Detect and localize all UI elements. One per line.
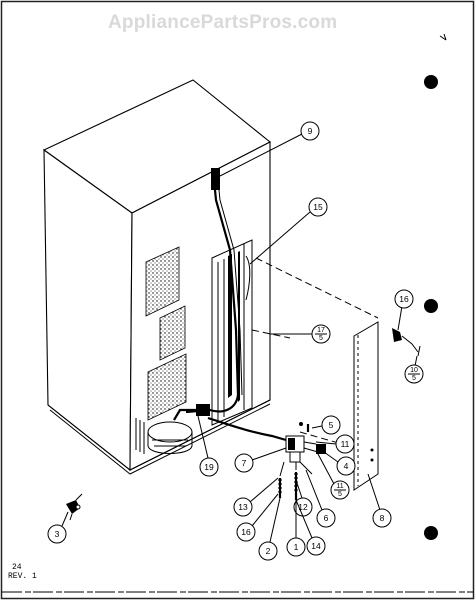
svg-text:5: 5 bbox=[319, 335, 323, 342]
corner-mark bbox=[439, 33, 447, 41]
svg-text:2: 2 bbox=[266, 546, 271, 556]
watermark-text: AppliancePartsPros.com bbox=[108, 12, 337, 33]
svg-text:16: 16 bbox=[241, 527, 251, 537]
rear-labels bbox=[145, 246, 187, 421]
svg-text:3: 3 bbox=[55, 529, 60, 539]
svg-text:19: 19 bbox=[204, 462, 214, 472]
supply-tube bbox=[207, 416, 287, 442]
tube-clip bbox=[392, 328, 421, 357]
svg-text:11: 11 bbox=[341, 439, 350, 449]
water-tubing bbox=[185, 168, 243, 414]
dashed-leader-upper bbox=[255, 257, 379, 319]
callout-8 bbox=[372, 508, 392, 528]
callout-11-upper bbox=[335, 434, 355, 454]
svg-text:9: 9 bbox=[308, 126, 313, 136]
callout-16-lower bbox=[236, 522, 256, 542]
callout-16-upper bbox=[394, 289, 414, 309]
svg-text:7: 7 bbox=[242, 458, 247, 468]
callout-9 bbox=[300, 121, 320, 141]
page-number: 24 bbox=[12, 563, 22, 572]
callout-15 bbox=[308, 197, 328, 217]
rear-access-panel bbox=[353, 321, 379, 491]
callout-14 bbox=[306, 536, 326, 556]
svg-text:11: 11 bbox=[336, 483, 343, 490]
callout-5 bbox=[321, 415, 341, 435]
callout-7 bbox=[234, 453, 254, 473]
dashed-leader-lower bbox=[251, 329, 291, 339]
svg-text:14: 14 bbox=[311, 541, 321, 551]
svg-text:4: 4 bbox=[344, 461, 349, 471]
callout-3 bbox=[47, 524, 67, 544]
svg-text:5: 5 bbox=[412, 375, 416, 382]
loose-part bbox=[66, 493, 83, 521]
svg-text:1: 1 bbox=[294, 542, 299, 552]
svg-text:8: 8 bbox=[380, 513, 385, 523]
callout-2 bbox=[258, 541, 278, 561]
svg-text:6: 6 bbox=[324, 513, 329, 523]
svg-text:10: 10 bbox=[410, 367, 418, 374]
refrigerator-cabinet bbox=[42, 79, 272, 475]
water-valve-assembly bbox=[285, 422, 326, 463]
svg-text:13: 13 bbox=[238, 502, 248, 512]
svg-text:16: 16 bbox=[399, 294, 409, 304]
svg-text:17: 17 bbox=[317, 327, 325, 334]
compressor-area bbox=[135, 404, 210, 454]
callouts: 9 15 16 17 5 10 5 5 11 4 bbox=[47, 121, 424, 561]
binder-hole-bottom bbox=[424, 526, 438, 540]
callout-19 bbox=[199, 457, 219, 477]
svg-text:15: 15 bbox=[313, 202, 323, 212]
callout-4 bbox=[336, 456, 356, 476]
svg-text:12: 12 bbox=[298, 502, 308, 512]
valve-fittings bbox=[278, 461, 313, 500]
callout-1 bbox=[286, 537, 306, 557]
callout-13 bbox=[233, 497, 253, 517]
svg-text:5: 5 bbox=[329, 420, 334, 430]
revision-label: REV. 1 bbox=[8, 572, 37, 581]
binder-hole-top bbox=[424, 75, 438, 89]
binder-hole-middle bbox=[424, 299, 438, 313]
svg-text:5: 5 bbox=[338, 491, 342, 498]
callout-6 bbox=[316, 508, 336, 528]
